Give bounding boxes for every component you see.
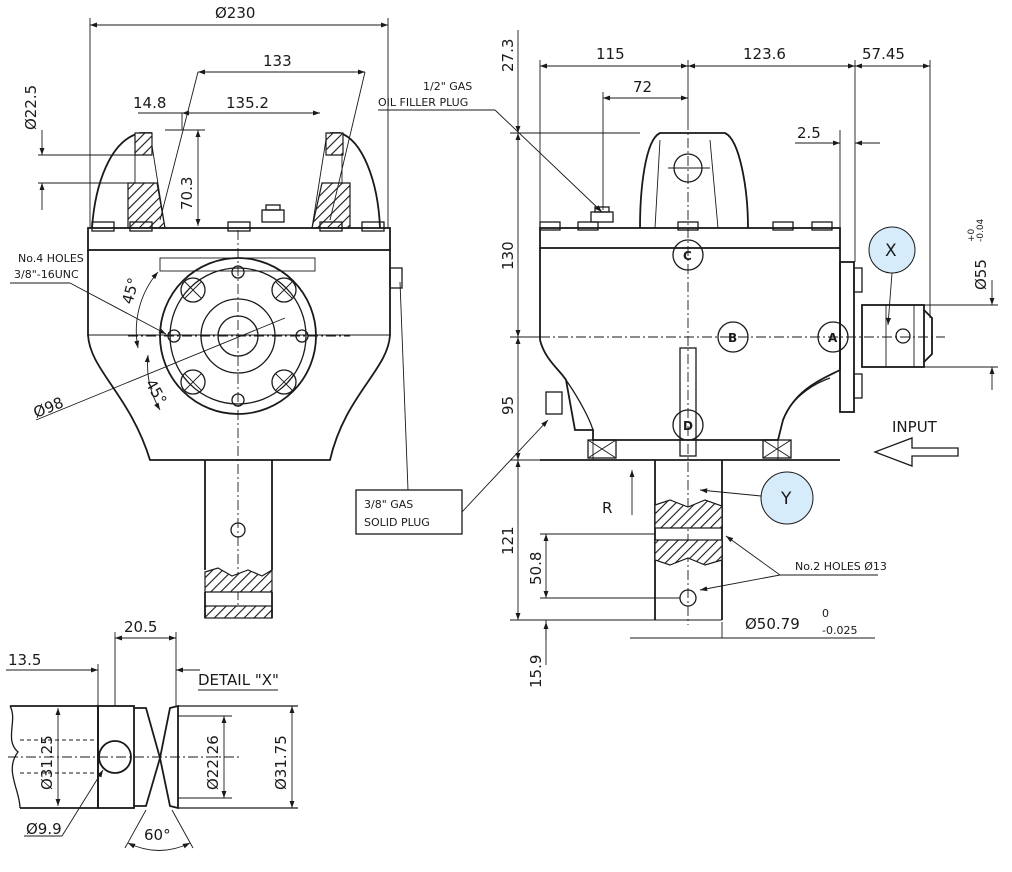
- flange-bolt-holes: [167, 265, 309, 407]
- label-c: C: [683, 249, 692, 263]
- output-shaft-break-hatch: [204, 567, 273, 593]
- bubble-x-label: X: [885, 241, 897, 261]
- left-rib-bottom-hatch: [127, 182, 166, 229]
- dim-2-5: 2.5: [797, 124, 821, 142]
- output-shaft-end-hatch: [204, 605, 273, 619]
- detail-break-line: [9, 705, 21, 809]
- holes-label-line2: 3/8"-16UNC: [14, 268, 79, 281]
- dim-98: Ø98: [31, 393, 66, 421]
- label-c-circle: [672, 239, 704, 271]
- dim-31-75: Ø31.75: [272, 735, 290, 790]
- front-view: Ø230 133 14.8 135.2 Ø22.5 70.3 No.4 HOLE…: [10, 4, 409, 620]
- dim-27-3: 27.3: [499, 39, 517, 72]
- tol-55-lower: -0.04: [976, 218, 986, 242]
- output-keyway: [679, 347, 697, 457]
- front-side-plug: [389, 267, 403, 289]
- output-shaft: [204, 460, 273, 570]
- tol-50-79-upper: 0: [822, 607, 829, 620]
- label-d-circle: [672, 409, 704, 441]
- dim-20-5: 20.5: [124, 618, 157, 636]
- tol-55-upper: +0: [967, 228, 977, 242]
- holes-label-line1: No.4 HOLES: [18, 252, 84, 265]
- dim-22-26: Ø22.26: [204, 735, 222, 790]
- dim-115: 115: [596, 45, 625, 63]
- solid-plug-line1: 3/8" GAS: [364, 498, 413, 511]
- holes-13-label: No.2 HOLES Ø13: [795, 560, 887, 573]
- detail-x: DETAIL "X" 20.5 13.5 Ø31.25 Ø22.26 Ø31.7…: [6, 618, 298, 851]
- label-b-circle: [717, 321, 749, 353]
- label-a-circle: [817, 321, 849, 353]
- bubble-y: [760, 471, 814, 525]
- input-shaft-end: [923, 309, 933, 363]
- label-d: D: [683, 419, 693, 433]
- dim-50-8: 50.8: [527, 552, 545, 585]
- dim-9-9: Ø9.9: [26, 820, 62, 838]
- top-flange: [87, 227, 391, 251]
- dim-57-45: 57.45: [862, 45, 905, 63]
- bubble-y-label: Y: [780, 489, 792, 509]
- flange-bolts: [91, 204, 385, 232]
- dim-overall-width: Ø230: [215, 4, 255, 22]
- dim-72: 72: [633, 78, 652, 96]
- side-shaft-hatch-2: [654, 539, 723, 566]
- dim-50-79: Ø50.79: [745, 615, 800, 633]
- label-b: B: [728, 331, 737, 345]
- input-shaft-housing: [861, 304, 925, 368]
- angle-60: 60°: [144, 826, 171, 844]
- angle-45-bottom: 45°: [142, 376, 171, 408]
- label-a: A: [828, 331, 838, 345]
- side-shaft-hatch-1: [654, 499, 723, 529]
- dim-130: 130: [499, 241, 517, 270]
- tol-50-79-lower: -0.025: [822, 624, 857, 637]
- oil-plug-label-line1: 1/2" GAS: [423, 80, 472, 93]
- dim-133: 133: [263, 52, 292, 70]
- side-flange-bolts: [539, 206, 833, 231]
- dim-55: Ø55: [972, 259, 990, 290]
- nameplate: [159, 257, 316, 272]
- dim-13-5: 13.5: [8, 651, 41, 669]
- dome-cover: [639, 132, 749, 229]
- dim-22-5: Ø22.5: [22, 85, 40, 130]
- input-label: INPUT: [892, 418, 938, 436]
- dim-31-25: Ø31.25: [38, 735, 56, 790]
- dim-15-9: 15.9: [527, 655, 545, 688]
- detail-title: DETAIL "X": [198, 671, 279, 689]
- solid-plug-line2: SOLID PLUG: [364, 516, 430, 529]
- mounting-feet: [587, 439, 792, 459]
- dim-123-6: 123.6: [743, 45, 786, 63]
- dim-135-2: 135.2: [226, 94, 269, 112]
- angle-45-top: 45°: [118, 276, 142, 306]
- input-shaft-hole: [895, 328, 911, 344]
- side-view: C B A D X Y INPUT R 115 123.6: [355, 30, 998, 688]
- rotation-label: R: [602, 499, 612, 517]
- input-arrow: [873, 437, 959, 467]
- left-rib-top-hatch: [134, 132, 153, 156]
- oil-plug-label-line2: OIL FILLER PLUG: [378, 96, 468, 109]
- dim-70-3: 70.3: [178, 177, 196, 210]
- dim-14-8: 14.8: [133, 94, 166, 112]
- dim-121: 121: [499, 526, 517, 555]
- gearbox-body-front: [87, 250, 391, 461]
- right-rib-top-hatch: [325, 132, 344, 156]
- dim-95: 95: [499, 396, 517, 415]
- output-shaft-hole: [230, 522, 246, 538]
- solid-plug-bolt: [545, 391, 563, 415]
- side-top-flange: [539, 227, 841, 249]
